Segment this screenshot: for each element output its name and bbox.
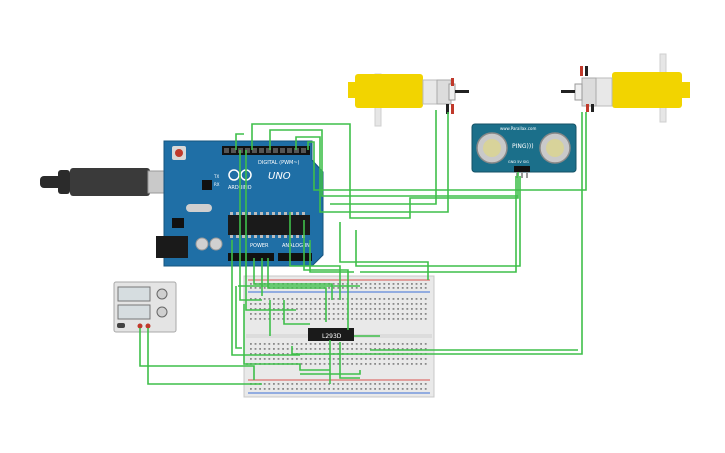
sensor-pins-label: GND 5V SIG — [508, 160, 529, 164]
dc-motor-left[interactable] — [348, 73, 469, 127]
rx-label: RX — [214, 182, 220, 187]
voltage-knob[interactable] — [156, 288, 168, 300]
sensor-name-label: PING))) — [512, 143, 534, 150]
wire[interactable] — [291, 112, 583, 355]
wire[interactable] — [239, 150, 262, 301]
wire[interactable] — [251, 123, 519, 219]
wire[interactable] — [246, 363, 330, 371]
power-label: POWER — [250, 243, 269, 249]
wire[interactable] — [253, 258, 333, 300]
analog-label: ANALOG IN — [282, 243, 310, 249]
tx-label: TX — [213, 174, 219, 179]
wire[interactable] — [360, 176, 517, 273]
wire[interactable] — [355, 176, 521, 267]
wires[interactable] — [139, 110, 587, 385]
wire[interactable] — [283, 300, 310, 325]
power-jack — [156, 236, 188, 258]
wire[interactable] — [139, 328, 255, 380]
wire[interactable] — [339, 222, 429, 280]
wire[interactable] — [339, 342, 360, 379]
current-display — [117, 304, 151, 320]
l293d-ic[interactable]: L293D — [308, 328, 354, 341]
wire[interactable] — [295, 112, 449, 213]
wire[interactable] — [269, 129, 518, 197]
wire[interactable] — [307, 112, 587, 191]
digital-label: DIGITAL (PWM~) — [258, 160, 300, 166]
power-header[interactable] — [228, 253, 274, 261]
wire[interactable] — [300, 370, 361, 375]
wire[interactable] — [245, 150, 296, 311]
wire[interactable] — [330, 110, 437, 205]
dc-motor-right[interactable] — [561, 53, 690, 123]
voltage-display — [117, 286, 151, 302]
wire[interactable] — [231, 240, 300, 356]
wire[interactable] — [267, 258, 327, 322]
wire[interactable] — [303, 220, 349, 330]
analog-header[interactable] — [278, 253, 312, 261]
wire[interactable] — [309, 240, 354, 273]
current-knob[interactable] — [156, 306, 168, 318]
uno-logo-text: UNO — [268, 171, 291, 182]
negative-terminal[interactable] — [137, 323, 143, 329]
wire[interactable] — [235, 286, 242, 349]
ic-label: L293D — [322, 333, 342, 340]
wire[interactable] — [147, 328, 262, 385]
dc-power-supply[interactable] — [113, 281, 177, 333]
usb-cable[interactable] — [40, 168, 171, 196]
wire[interactable] — [289, 212, 341, 300]
positive-terminal[interactable] — [145, 323, 151, 329]
wire[interactable] — [235, 133, 244, 150]
ultrasonic-sensor[interactable]: www.Parallax.com PING))) GND 5V SIG — [471, 123, 577, 178]
sensor-site-label: www.Parallax.com — [500, 126, 536, 131]
